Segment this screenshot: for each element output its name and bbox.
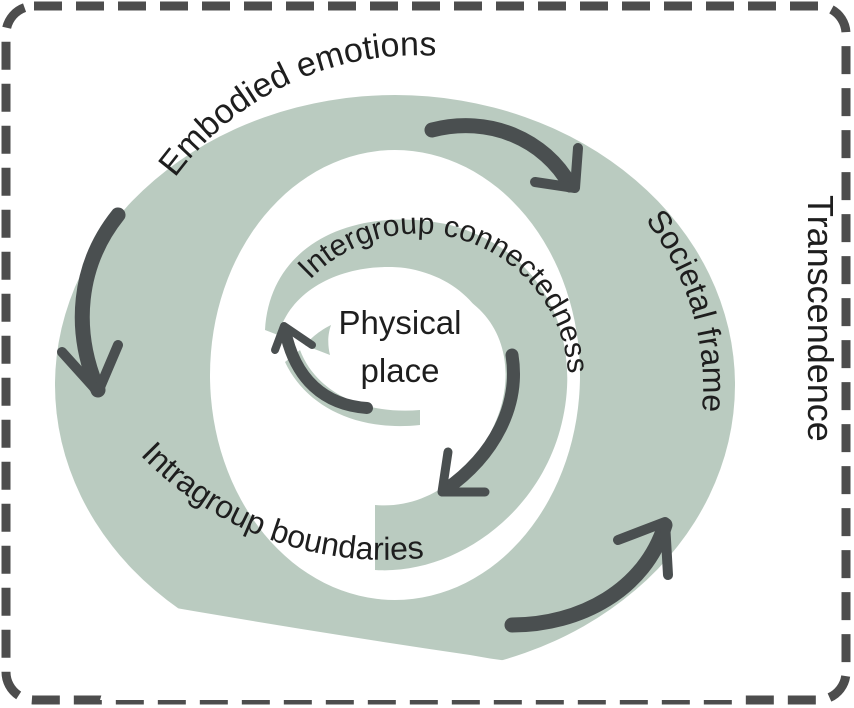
spiral-band (55, 95, 735, 700)
arrow-top-right (424, 118, 583, 193)
arrow-inner-right (437, 348, 520, 497)
spiral-inner-white (280, 267, 497, 500)
arrow-bottom-right (504, 517, 673, 633)
center-label-line1: Physical (339, 304, 462, 341)
center-label-line2: place (361, 352, 440, 389)
flow-arrows (57, 118, 673, 633)
arrow-left (57, 207, 126, 398)
spiral-gap-bottom (100, 600, 735, 700)
arrow-inner-left (271, 322, 373, 414)
label-transcendence: Transcendence (800, 195, 841, 442)
